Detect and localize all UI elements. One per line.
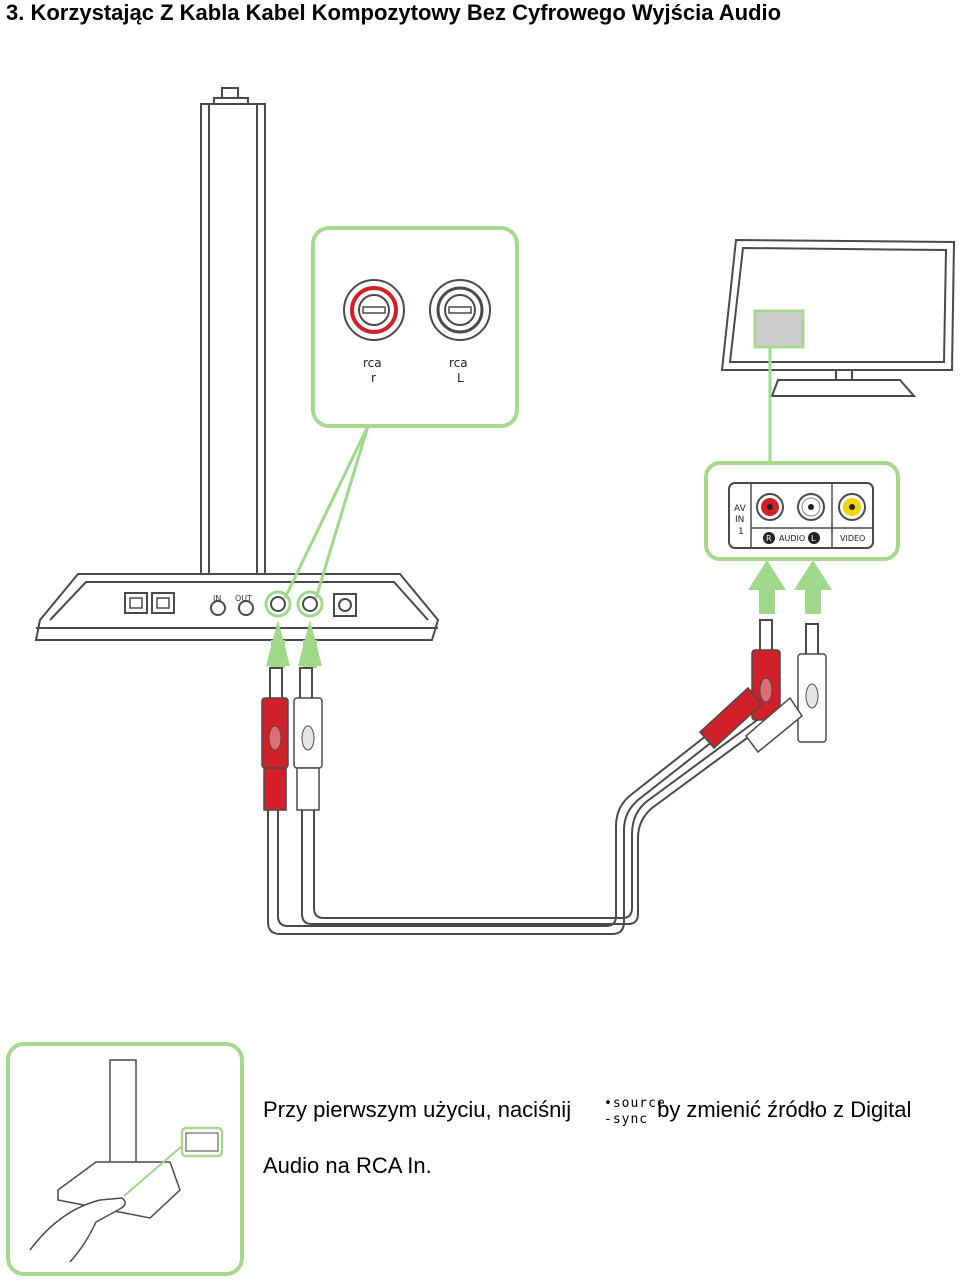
instruction-line-1: Przy pierwszym użyciu, naciśnij by zmieni… [263,1097,911,1123]
instruction-line-2: Audio na RCA In. [263,1153,432,1178]
speaker-rca-zoom-panel [283,226,519,599]
l-badge: L [811,534,816,543]
button-label-source: •source [604,1096,666,1111]
video-label: VIDEO [840,534,865,543]
instruction-before: Przy pierwszym użyciu, naciśnij [263,1097,572,1122]
instruction-after: by zmienić źródło z Digital [657,1097,912,1122]
rca-right-label: rca [363,356,382,370]
button-label-sync: -sync [604,1112,649,1127]
r-badge: R [766,534,772,543]
speaker-base [34,573,440,641]
input-number-label: 1 [738,527,744,537]
tv-av-input-highlight [753,309,805,349]
in-label: IN [735,515,744,525]
speaker-tower [200,87,266,575]
insertion-arrows [266,560,832,668]
right-rca-plugs [698,619,827,754]
rca-right-channel: r [371,371,376,385]
source-sync-button-icon: •source -sync [604,1096,666,1128]
av-label: AV [734,504,747,514]
in-port-label: IN [213,594,221,603]
audio-label: AUDIO [779,534,805,543]
tv-av-panel [704,461,900,561]
rca-left-channel: L [457,371,464,385]
page-heading: 3. Korzystając Z Kabla Kabel Kompozytowy… [6,0,782,25]
out-port-label: OUT [235,594,252,603]
left-rca-plugs [261,667,323,811]
rca-cables [267,705,767,935]
rca-left-label: rca [449,356,468,370]
source-sync-inset [6,1042,244,1276]
